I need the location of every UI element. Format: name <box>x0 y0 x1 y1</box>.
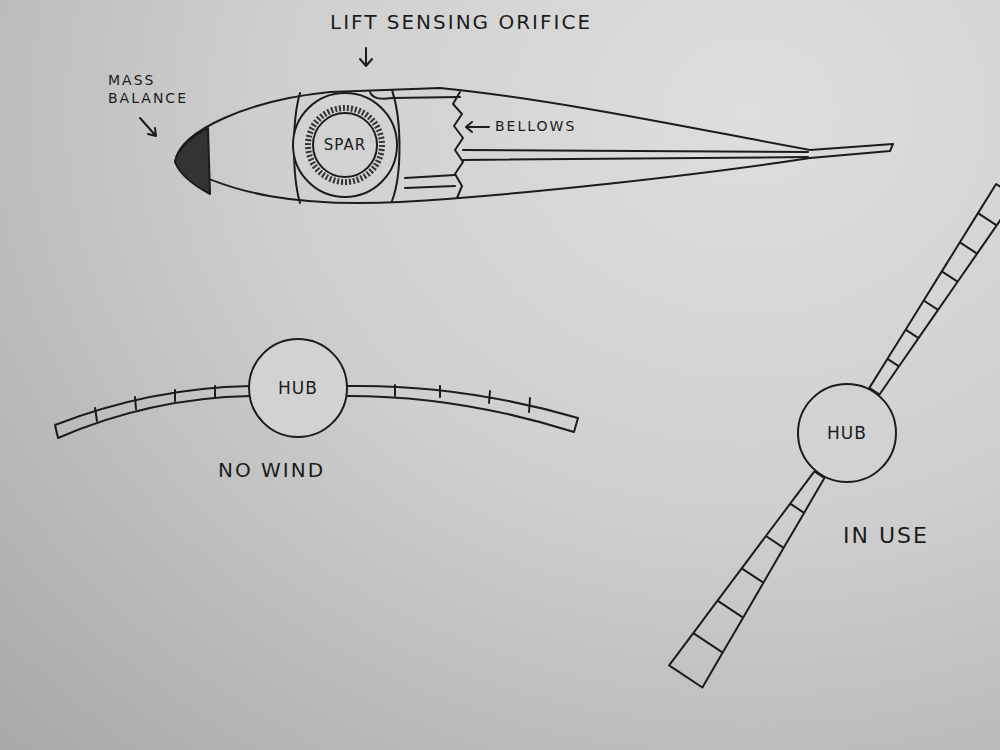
hub-circle: HUB <box>797 383 897 483</box>
callout-label: NO WIND <box>218 458 325 483</box>
node-text: HUB <box>278 378 318 398</box>
hub-circle: HUB <box>248 338 348 438</box>
node-text: SPAR <box>324 136 366 154</box>
spar-circle: SPAR <box>303 103 387 187</box>
callout-label: MASS BALANCE <box>108 72 200 107</box>
node-text: HUB <box>827 423 867 443</box>
callout-label: IN USE <box>843 522 929 550</box>
rotor-blade <box>869 184 1000 395</box>
rotor-blade <box>669 471 824 687</box>
callout-label: BELLOWS <box>495 118 576 136</box>
callout-label: LIFT SENSING ORIFICE <box>330 10 592 35</box>
